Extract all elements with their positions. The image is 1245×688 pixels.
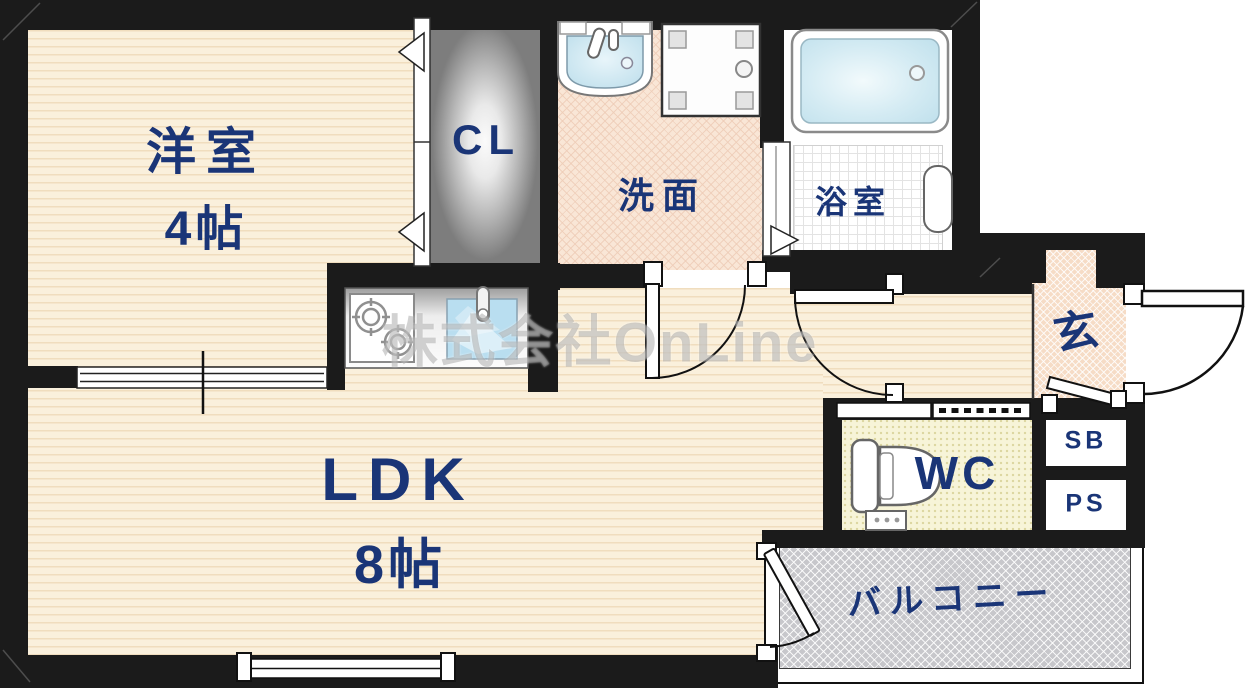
closet-folding-doors-icon <box>397 17 431 267</box>
washbasin-icon <box>557 21 653 98</box>
balcony-floor <box>779 547 1131 669</box>
wc-door-icon <box>836 402 1031 419</box>
wall <box>790 272 1032 294</box>
room-ldk-floor <box>28 366 823 655</box>
wall <box>558 264 650 288</box>
window-icon <box>236 652 456 682</box>
kitchen-stove-icon <box>349 293 415 363</box>
shoe-box-door-icon <box>1041 375 1127 414</box>
label-pipe-space: PS <box>1065 489 1107 518</box>
label-shoe-box: SB <box>1064 426 1108 455</box>
bathtub-icon <box>790 28 950 134</box>
label-entrance: 玄 <box>1049 304 1102 361</box>
room-closet-floor <box>430 18 540 265</box>
wall <box>0 0 28 688</box>
label-bathroom: 浴室 <box>814 184 892 220</box>
wall <box>980 233 1046 283</box>
wall <box>540 0 558 292</box>
wall <box>327 263 345 390</box>
kitchen-sink-icon <box>446 286 518 360</box>
label-western-room-size: 4帖 <box>164 203 248 256</box>
wall-corner-bevels <box>2 1 1001 683</box>
wall <box>1096 233 1145 288</box>
sliding-door-icon <box>76 351 328 414</box>
wall <box>1046 233 1096 250</box>
wall <box>1032 398 1046 545</box>
label-ldk-size: 8帖 <box>353 535 447 595</box>
label-wc: WC <box>914 447 1000 499</box>
front-door-icon <box>1123 283 1245 404</box>
wall <box>762 250 980 272</box>
wall <box>952 0 980 272</box>
wall <box>528 288 558 392</box>
room-western-floor <box>28 30 418 368</box>
washroom-door-icon <box>643 261 767 379</box>
bathroom-door-handle <box>923 165 953 233</box>
wall <box>327 263 560 290</box>
label-western-room: 洋室 <box>146 124 266 180</box>
wall <box>760 0 784 148</box>
wall <box>823 398 842 532</box>
toilet-icon <box>850 438 942 531</box>
wall <box>28 366 78 388</box>
balcony-outline <box>764 533 1144 684</box>
balcony-door-icon <box>756 542 821 662</box>
wall <box>762 530 1145 548</box>
entrance-floor <box>1032 283 1126 400</box>
pipe-space <box>1046 480 1126 530</box>
entrance-porch-notch <box>1046 250 1096 290</box>
hallway-door-icon <box>794 273 904 403</box>
label-washroom: 洗面 <box>617 175 707 216</box>
wall <box>0 0 980 30</box>
shoe-box <box>1046 415 1126 466</box>
label-closet: CL <box>452 116 520 163</box>
bathroom-folding-door-icon <box>762 141 800 257</box>
watermark: 株式会社OnLine <box>381 310 819 374</box>
wall <box>1126 385 1145 545</box>
washing-machine-pan-icon <box>660 22 762 118</box>
wall <box>1046 466 1126 480</box>
label-ldk: LDK <box>321 446 475 513</box>
